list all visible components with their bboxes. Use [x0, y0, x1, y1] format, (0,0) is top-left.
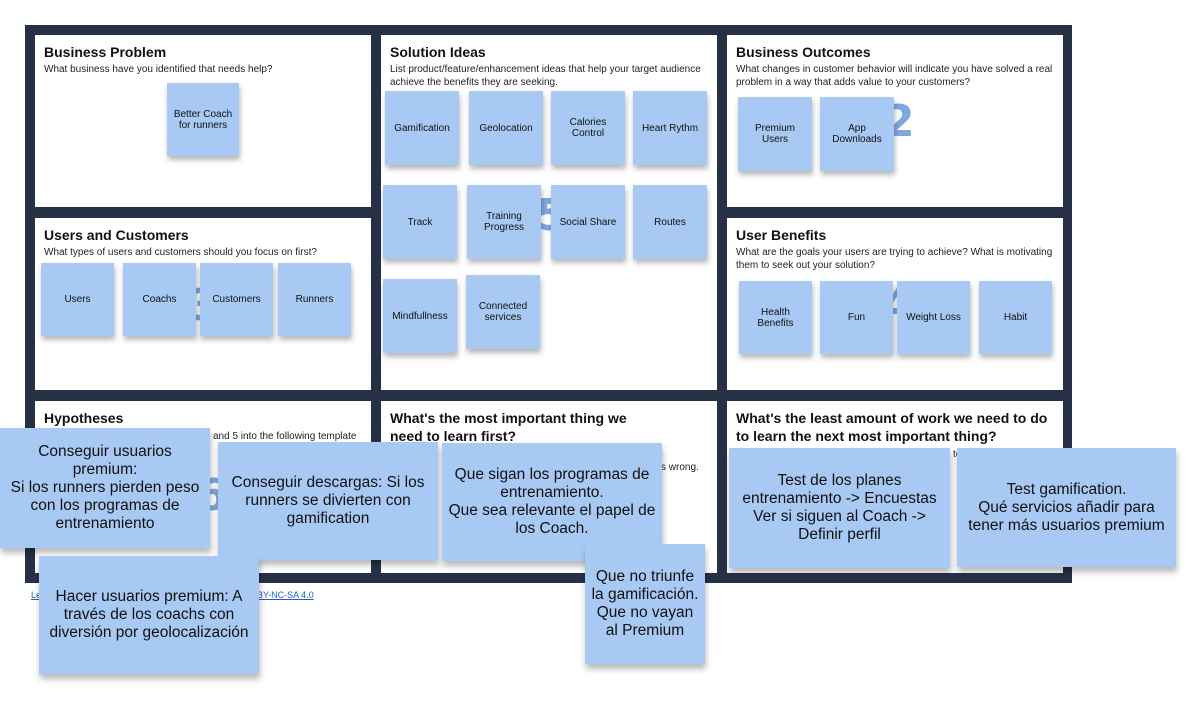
sticky-note[interactable]: Connected services	[466, 275, 540, 349]
section-description: List product/feature/enhancement ideas t…	[390, 64, 701, 88]
section-description: What business have you identified that n…	[44, 64, 273, 75]
sticky-note[interactable]: Health Benefits	[739, 281, 812, 354]
sticky-note[interactable]: Mindfullness	[383, 279, 457, 353]
sticky-note[interactable]: Training Progress	[467, 185, 541, 259]
section-title: Hypotheses	[44, 410, 124, 426]
section-description-fragment: and 5 into the following template	[213, 431, 357, 442]
section-title: Users and Customers	[44, 227, 189, 243]
sticky-note[interactable]: App Downloads	[820, 97, 894, 171]
sticky-note[interactable]: Calories Control	[551, 91, 625, 165]
sticky-note-large[interactable]: Hacer usuarios premium: A través de los …	[39, 556, 259, 674]
sticky-note[interactable]: Runners	[278, 263, 351, 336]
sticky-note-large[interactable]: Que sigan los programas de entrenamiento…	[442, 443, 662, 561]
sticky-note-large[interactable]: Test gamification. Qué servicios añadir …	[957, 448, 1176, 567]
sticky-note[interactable]: Track	[383, 185, 457, 259]
sticky-note[interactable]: Social Share	[551, 185, 625, 259]
sticky-note-large[interactable]: Conseguir descargas: Si los runners se d…	[218, 442, 438, 560]
sticky-note-large[interactable]: Que no triunfe la gamificación. Que no v…	[585, 544, 705, 664]
section-title: What's the most important thing we need …	[390, 410, 627, 444]
sticky-note[interactable]: Coachs	[123, 263, 196, 336]
section-description: What types of users and customers should…	[44, 247, 317, 258]
section-title: Solution Ideas	[390, 44, 486, 60]
sticky-note[interactable]: Customers	[200, 263, 273, 336]
section-title: Business Outcomes	[736, 44, 871, 60]
sticky-note[interactable]: Habit	[979, 281, 1052, 354]
section-title: What's the least amount of work we need …	[736, 410, 1048, 444]
sticky-note[interactable]: Heart Rythm	[633, 91, 707, 165]
license-link[interactable]: BY-NC-SA 4.0	[257, 590, 314, 600]
section-title: User Benefits	[736, 227, 827, 243]
sticky-note[interactable]: Better Coach for runners	[167, 83, 239, 156]
sticky-note[interactable]: Geolocation	[469, 91, 543, 165]
sticky-note[interactable]: Weight Loss	[897, 281, 970, 354]
section-description: What are the goals your users are trying…	[736, 247, 1053, 271]
section-title: Business Problem	[44, 44, 167, 60]
sticky-note-large[interactable]: Test de los planes entrenamiento -> Encu…	[729, 448, 950, 568]
license-link[interactable]: Le	[31, 590, 42, 600]
sticky-note-large[interactable]: Conseguir usuarios premium: Si los runne…	[0, 428, 210, 548]
section-description: What changes in customer behavior will i…	[736, 64, 1053, 88]
sticky-note[interactable]: Routes	[633, 185, 707, 259]
sticky-note[interactable]: Fun	[820, 281, 893, 354]
sticky-note[interactable]: Premium Users	[738, 97, 812, 171]
section-description-fragment: s wrong.	[661, 462, 699, 473]
sticky-note[interactable]: Gamification	[385, 91, 459, 165]
sticky-note[interactable]: Users	[41, 263, 114, 336]
